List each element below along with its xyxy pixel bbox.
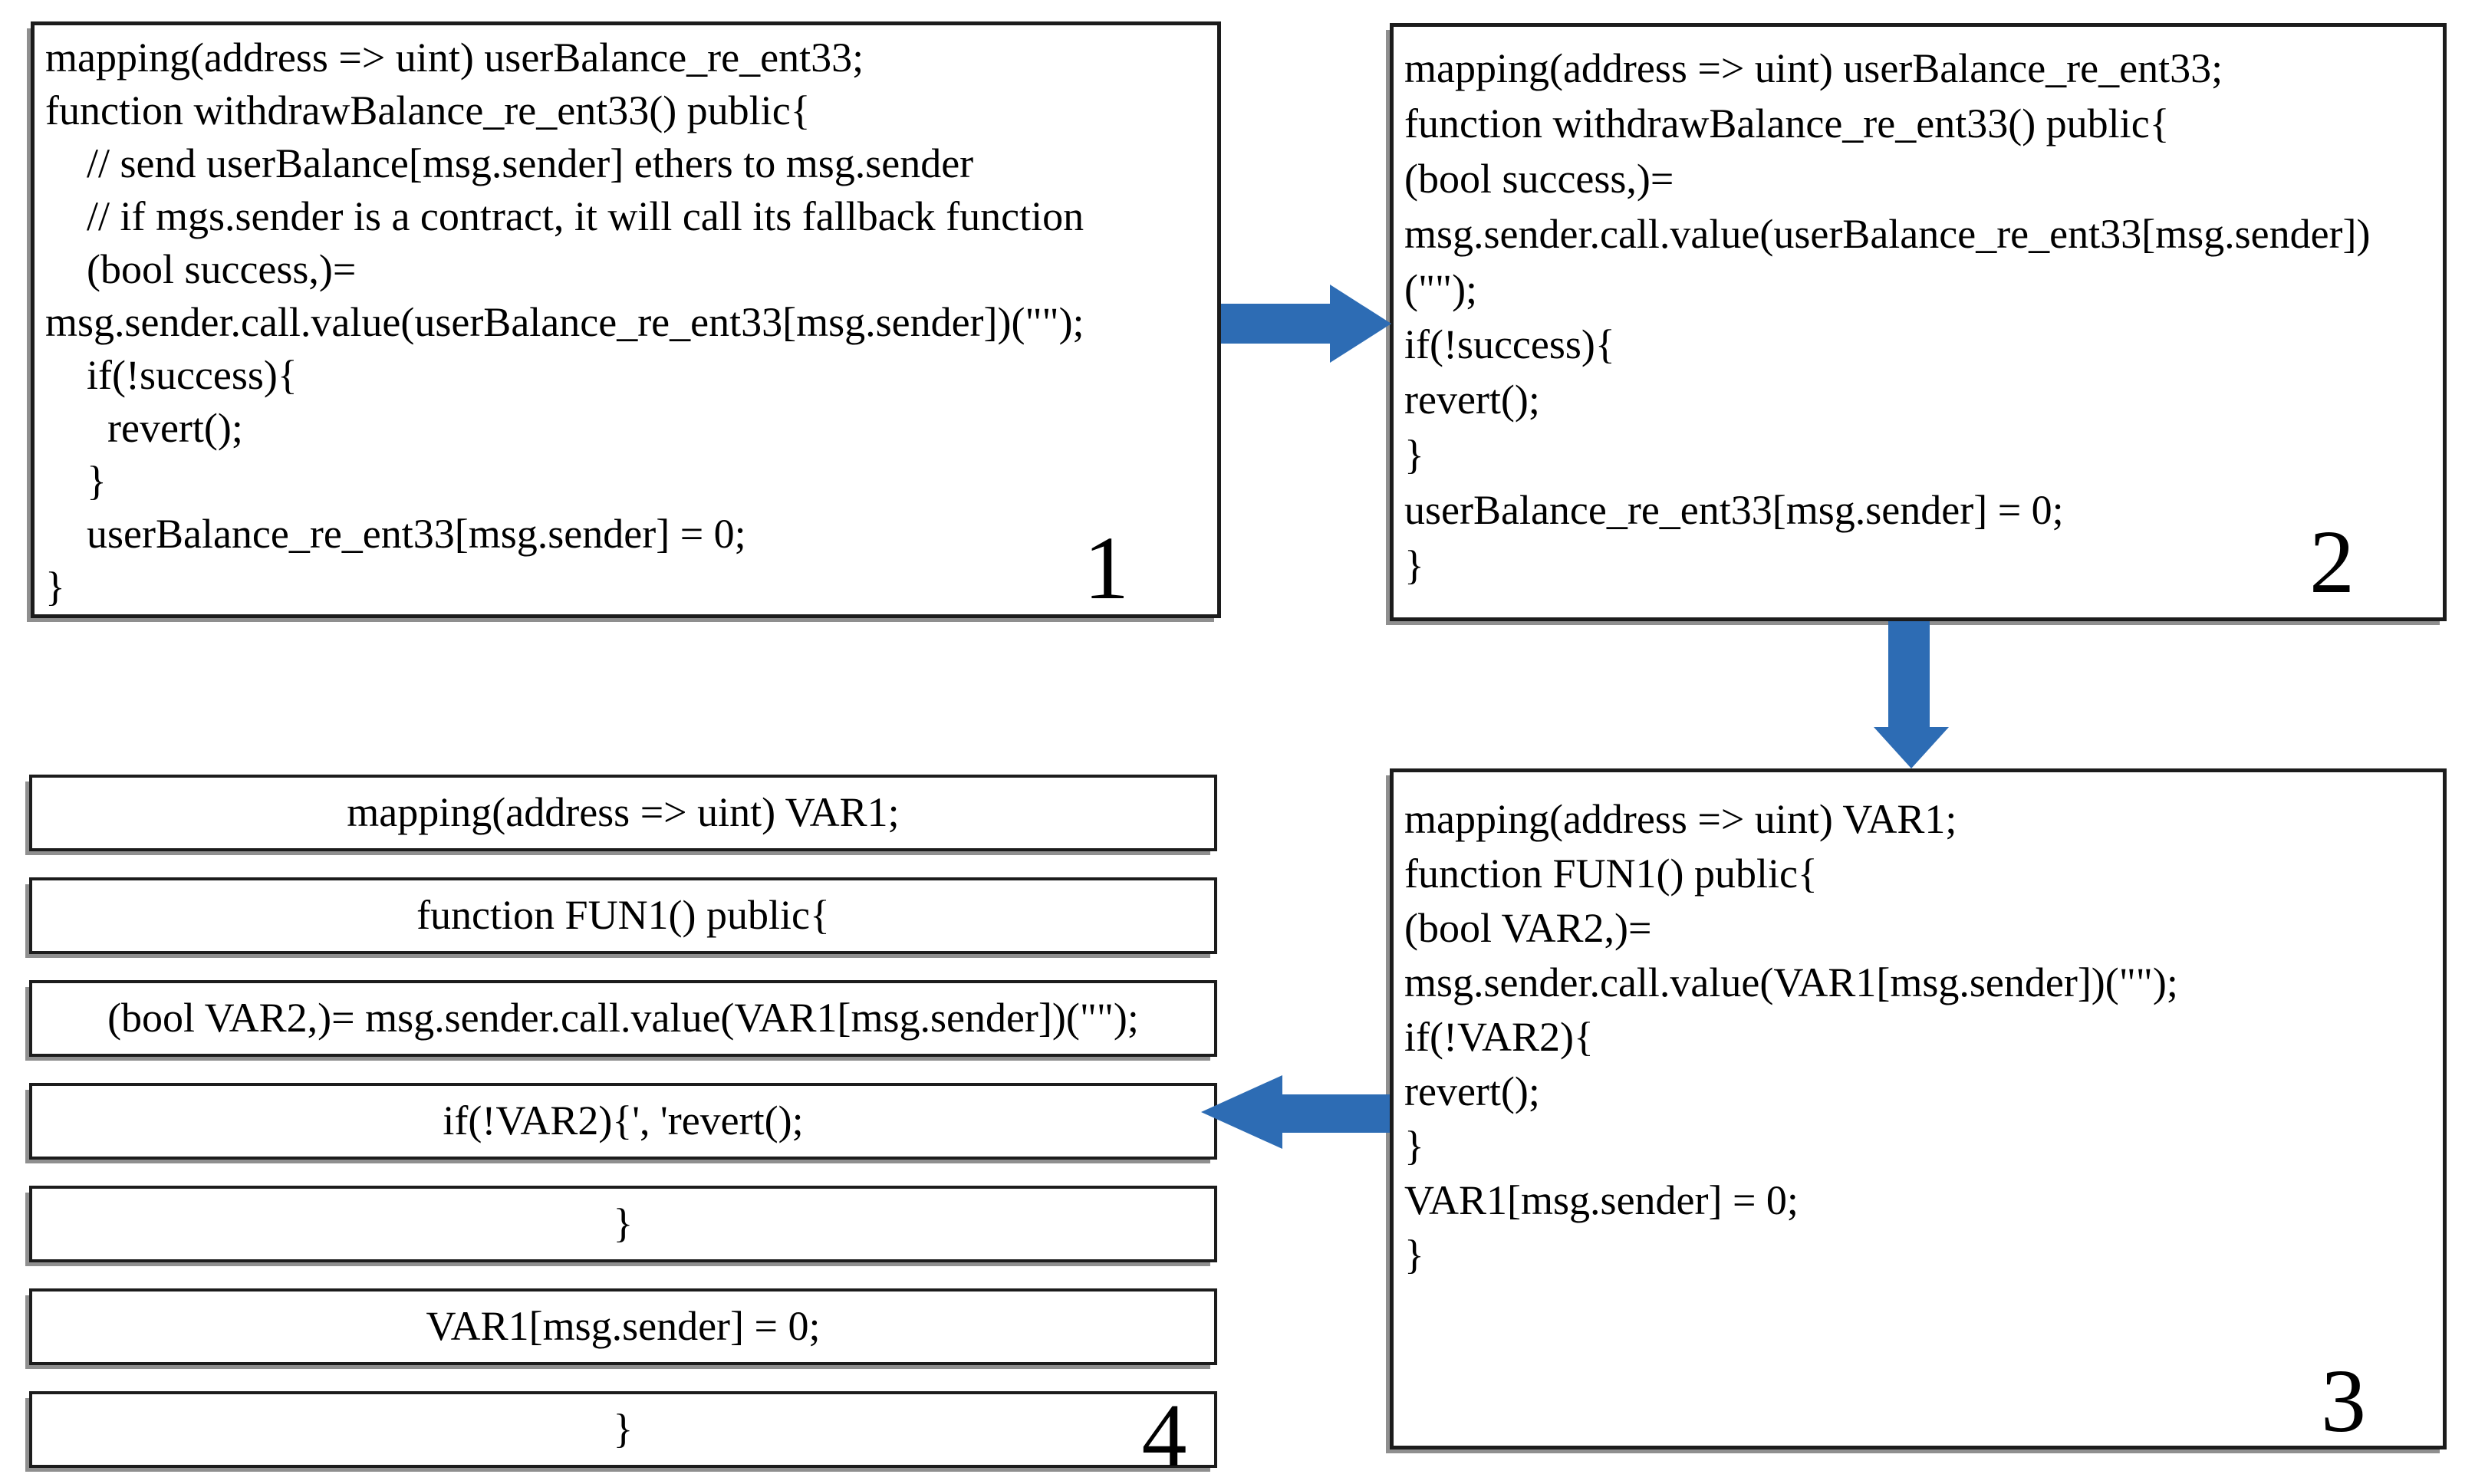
box-number-2: 2 (2309, 512, 2355, 612)
code-line: msg.sender.call.value(userBalance_re_ent… (1404, 211, 2371, 257)
code-line: VAR1[msg.sender] = 0; (1404, 1177, 1799, 1223)
code-line: function withdrawBalance_re_ent33() publ… (1404, 100, 2170, 146)
code-line: } (1404, 542, 1424, 588)
code-line: (bool success,)= (1404, 156, 1674, 202)
code-box-1: mapping(address => uint) userBalance_re_… (31, 21, 1221, 618)
code-line: } (1404, 432, 1424, 478)
code-lines-box-3: mapping(address => uint) VAR1; function F… (1394, 772, 2443, 1282)
code-line: } (1404, 1232, 1424, 1278)
statement-row: } (29, 1186, 1217, 1262)
code-line: function FUN1() public{ (1404, 851, 1818, 897)
code-lines-box-2: mapping(address => uint) userBalance_re_… (1394, 27, 2443, 593)
code-line: // send userBalance[msg.sender] ethers t… (45, 140, 974, 186)
code-line: // if mgs.sender is a contract, it will … (45, 193, 1084, 239)
statement-row: VAR1[msg.sender] = 0; (29, 1288, 1217, 1365)
code-line: } (45, 564, 65, 610)
code-box-3: mapping(address => uint) VAR1; function F… (1390, 768, 2447, 1449)
box-number-4: 4 (1141, 1385, 1187, 1484)
code-line: } (45, 458, 107, 504)
code-line: userBalance_re_ent33[msg.sender] = 0; (45, 511, 746, 557)
code-line: revert(); (1404, 1068, 1540, 1114)
box-number-3: 3 (2321, 1351, 2366, 1451)
code-line: mapping(address => uint) VAR1; (1404, 796, 1957, 842)
statement-row: mapping(address => uint) VAR1; (29, 775, 1217, 851)
code-line: (bool success,)= (45, 246, 357, 292)
code-box-2: mapping(address => uint) userBalance_re_… (1390, 23, 2447, 621)
code-box-4: mapping(address => uint) VAR1; function F… (29, 775, 1217, 1468)
code-line: mapping(address => uint) userBalance_re_… (45, 35, 864, 81)
code-line: msg.sender.call.value(VAR1[msg.sender])(… (1404, 959, 2178, 1005)
code-line: revert(); (1404, 377, 1540, 423)
code-line: userBalance_re_ent33[msg.sender] = 0; (1404, 487, 2064, 533)
statement-row: if(!VAR2){', 'revert(); (29, 1083, 1217, 1160)
statement-row: } (29, 1391, 1217, 1468)
block-arrow-down-icon (1874, 621, 1949, 768)
code-line: if(!success){ (45, 352, 298, 398)
block-arrow-right-icon (1221, 285, 1391, 363)
statement-row: (bool VAR2,)= msg.sender.call.value(VAR1… (29, 980, 1217, 1057)
code-lines-box-1: mapping(address => uint) userBalance_re_… (35, 25, 1217, 614)
code-line: if(!VAR2){ (1404, 1014, 1594, 1060)
code-line: (""); (1404, 266, 1478, 312)
block-arrow-left-icon (1201, 1075, 1390, 1149)
code-line: if(!success){ (1404, 321, 1615, 367)
code-line: revert(); (45, 405, 243, 451)
code-line: function withdrawBalance_re_ent33() publ… (45, 87, 811, 133)
code-line: } (1404, 1123, 1424, 1169)
code-line: (bool VAR2,)= (1404, 905, 1652, 951)
code-line: msg.sender.call.value(userBalance_re_ent… (45, 299, 1084, 345)
code-line: mapping(address => uint) userBalance_re_… (1404, 45, 2223, 91)
box-number-1: 1 (1084, 518, 1129, 618)
statement-row: function FUN1() public{ (29, 877, 1217, 954)
